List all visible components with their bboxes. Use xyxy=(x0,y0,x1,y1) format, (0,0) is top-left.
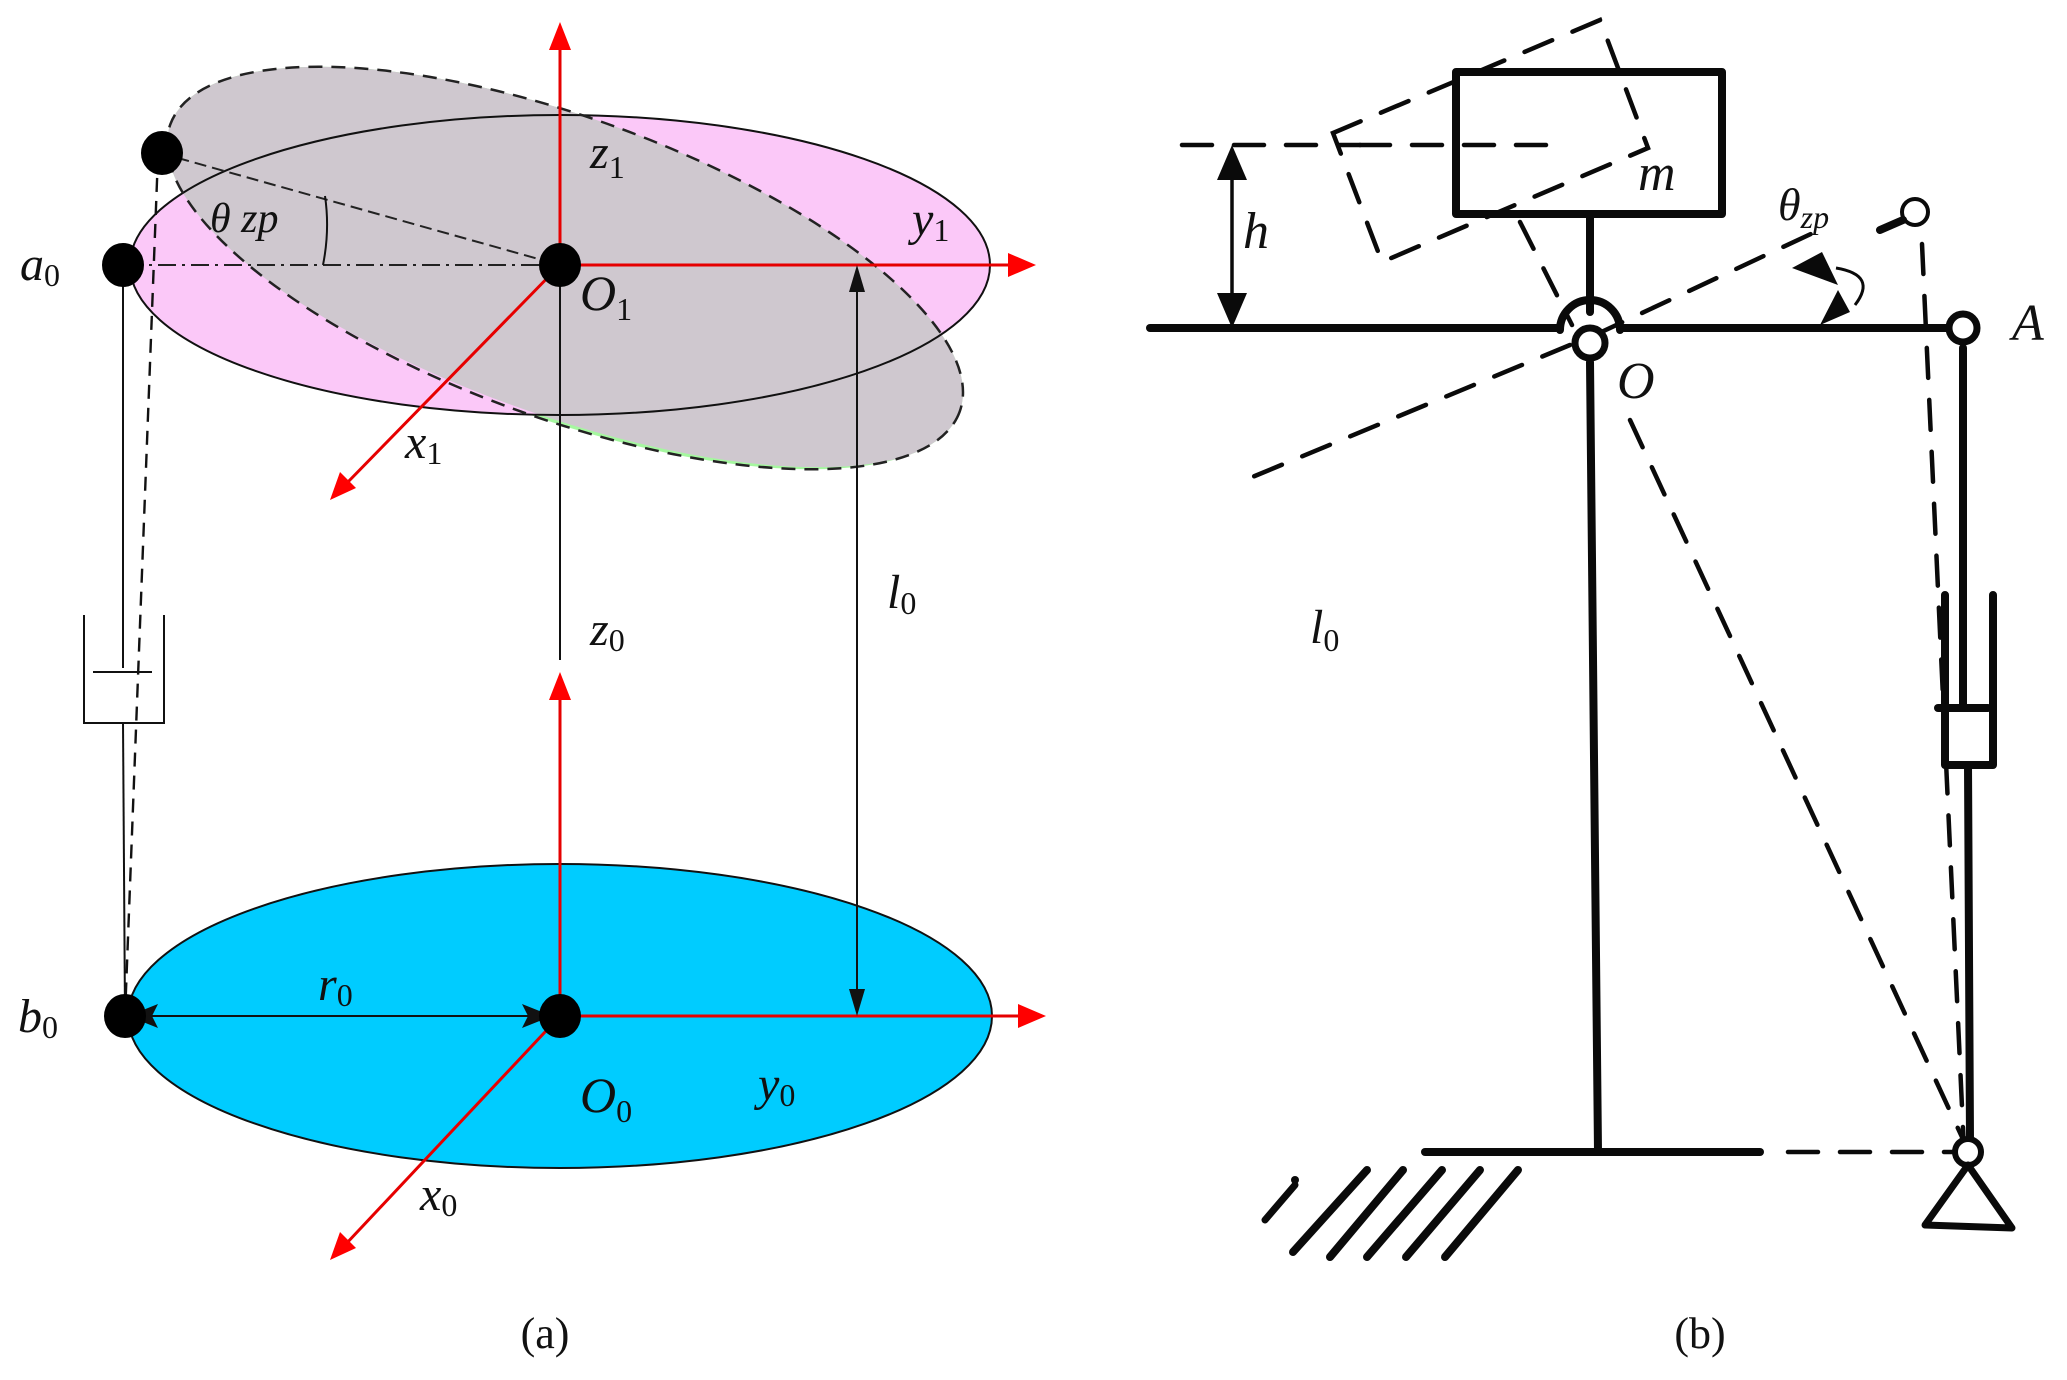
label-z0: z0 xyxy=(589,603,625,658)
l0-dimension xyxy=(849,265,865,1016)
actuator-b xyxy=(1934,344,1997,1144)
tilted-reference-line xyxy=(159,152,561,266)
y0-arrowhead xyxy=(1018,1004,1046,1028)
joint-a0 xyxy=(102,243,144,287)
label-theta-zp: θzp xyxy=(1778,179,1829,235)
beam-joint-arc xyxy=(1556,296,1624,334)
label-x1: x1 xyxy=(404,416,442,471)
x0-arrowhead xyxy=(330,1232,356,1260)
mass-block xyxy=(1452,68,1726,218)
label-theta-zp: θ zp xyxy=(210,196,278,242)
tilted-mass-stem xyxy=(1517,219,1575,328)
label-O: O xyxy=(1617,353,1655,410)
label-z1: z1 xyxy=(589,126,625,185)
label-A: A xyxy=(2009,295,2044,352)
diagonal-O-to-ground xyxy=(1627,417,1971,1153)
tilted-joint xyxy=(141,131,183,175)
joint-O0 xyxy=(539,994,581,1038)
tilted-mass xyxy=(1330,17,1651,265)
caption-a: (a) xyxy=(521,1309,570,1358)
upper-axes xyxy=(330,22,1036,500)
ground xyxy=(1289,1148,1764,1261)
tilted-arm-right xyxy=(1592,222,1833,338)
leg-lower-rod xyxy=(122,721,126,1017)
joint-b0 xyxy=(104,994,146,1038)
x0-axis xyxy=(343,1014,562,1247)
z1-arrowhead xyxy=(549,22,571,50)
label-h: h xyxy=(1243,203,1269,260)
label-l0: l0 xyxy=(1310,601,1339,658)
label-r0: r0 xyxy=(318,958,353,1013)
label-O0: O0 xyxy=(580,1067,632,1129)
support-triangle xyxy=(1921,1161,2016,1232)
label-x0: x0 xyxy=(419,1168,457,1223)
angle-arc xyxy=(322,195,329,266)
tilted-leg xyxy=(123,154,160,1017)
lower-axes xyxy=(330,672,1046,1260)
tilted-platform-outline xyxy=(165,65,965,471)
panel-a: a0 b0 O1 O0 z1 y1 x1 z0 y0 x0 l0 r0 θ zp… xyxy=(18,22,1046,1358)
label-y0: y0 xyxy=(753,1058,795,1113)
pivot-O xyxy=(1571,324,1609,362)
main-column xyxy=(1586,358,1602,1156)
x1-arrowhead xyxy=(330,472,356,500)
y1-arrowhead xyxy=(1008,253,1036,277)
panel-b: m h O A θzp l0 (b) xyxy=(1146,17,2044,1358)
z0-arrowhead xyxy=(549,672,571,700)
tilted-actuator xyxy=(1919,241,1967,1153)
tilted-pivot-link xyxy=(1876,216,1907,234)
x1-axis xyxy=(343,263,562,487)
ground-hatching xyxy=(1261,1181,1299,1224)
caption-b: (b) xyxy=(1674,1309,1725,1358)
tilted-arm-left xyxy=(1247,342,1573,481)
ground-pivot xyxy=(1952,1136,1984,1168)
pivot-A xyxy=(1945,310,1981,346)
label-a0: a0 xyxy=(20,238,60,293)
label-l0: l0 xyxy=(887,566,916,621)
rotation-arrow xyxy=(1792,252,1865,325)
label-m: m xyxy=(1638,145,1676,202)
damper-a xyxy=(83,615,165,724)
h-dimension xyxy=(1217,145,1247,328)
label-b0: b0 xyxy=(18,990,58,1045)
joint-O1 xyxy=(539,243,581,287)
tilted-pivot xyxy=(1900,197,1930,227)
label-y1: y1 xyxy=(907,193,949,248)
label-O1: O1 xyxy=(580,265,632,327)
